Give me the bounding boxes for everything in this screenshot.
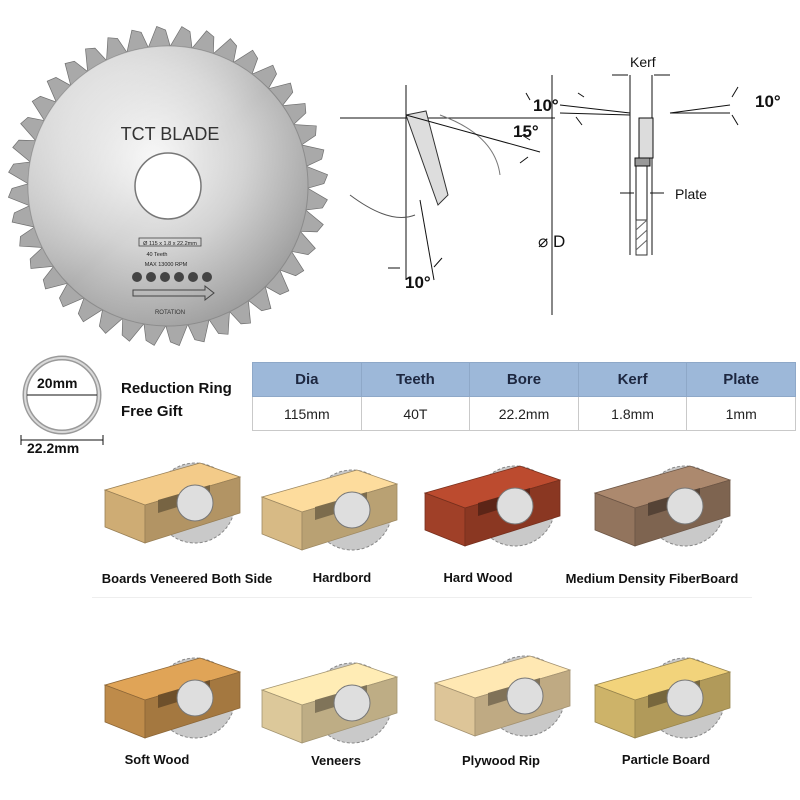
saw-blade-shape bbox=[496, 487, 534, 525]
kerf-label: Kerf bbox=[630, 54, 656, 70]
angle-bottom-label: 10° bbox=[405, 273, 431, 292]
spec-header-plate: Plate bbox=[686, 362, 796, 397]
blade-spec-line: Ø 115 x 1.8 x 22.2mm bbox=[143, 241, 197, 247]
saw-blade-image: TCT BLADE Ø 115 x 1.8 x 22.2mm 40 Teeth … bbox=[7, 25, 329, 347]
material-label: Medium Density FiberBoard bbox=[565, 571, 739, 586]
saw-blade-shape bbox=[333, 684, 371, 722]
angle-clearance-label: 15° bbox=[513, 122, 539, 141]
spec-table-header-row: Dia Teeth Bore Kerf Plate bbox=[252, 362, 796, 397]
saw-blade-shape bbox=[176, 484, 214, 522]
blade-teeth-line: 40 Teeth bbox=[146, 252, 167, 258]
plate-label: Plate bbox=[675, 186, 707, 202]
ring-inner-dimension: 20mm bbox=[35, 375, 80, 391]
ring-outer-dimension: 22.2mm bbox=[27, 440, 80, 456]
saw-blade-shape bbox=[666, 487, 704, 525]
material-illustration bbox=[260, 469, 399, 551]
blade-brand: TCT BLADE bbox=[121, 124, 220, 144]
blade-rotation-label: ROTATION bbox=[155, 310, 185, 316]
angle-right-label: 10° bbox=[755, 92, 781, 111]
material-label: Veneers bbox=[311, 753, 361, 768]
material-label: Hard Wood bbox=[443, 570, 513, 585]
spec-value-dia: 115mm bbox=[252, 396, 362, 431]
saw-blade-shape bbox=[506, 677, 544, 715]
material-illustration bbox=[433, 655, 572, 737]
material-label: Hardbord bbox=[312, 570, 372, 585]
material-label: Particle Board bbox=[621, 752, 711, 767]
spec-value-kerf: 1.8mm bbox=[577, 396, 688, 431]
material-illustration bbox=[593, 657, 732, 739]
material-illustration bbox=[103, 657, 242, 739]
divider bbox=[92, 597, 752, 598]
angle-top-label: 10° bbox=[533, 96, 559, 115]
material-illustration bbox=[103, 462, 242, 544]
tooth-geometry-diagram: 10° 15° 10° ⌀ D Kerf 10° Plate bbox=[340, 54, 781, 315]
spec-value-plate: 1mm bbox=[686, 396, 796, 431]
blade-rpm-line: MAX 13000 RPM bbox=[145, 262, 188, 268]
material-illustration bbox=[423, 465, 562, 547]
spec-header-kerf: Kerf bbox=[577, 362, 688, 397]
material-label: Plywood Rip bbox=[462, 753, 540, 768]
diameter-label: ⌀ D bbox=[538, 232, 565, 251]
spec-value-teeth: 40T bbox=[360, 396, 471, 431]
gift-line-2: Free Gift bbox=[121, 403, 183, 420]
safety-icons bbox=[132, 272, 212, 282]
rotation-arrow-icon bbox=[132, 284, 215, 302]
saw-blade-shape bbox=[176, 679, 214, 717]
spec-header-teeth: Teeth bbox=[360, 362, 471, 397]
spec-header-dia: Dia bbox=[252, 362, 362, 397]
gift-line-1: Reduction Ring bbox=[121, 380, 232, 397]
saw-blade-shape bbox=[333, 491, 371, 529]
material-illustration bbox=[593, 465, 732, 547]
spec-value-bore: 22.2mm bbox=[469, 396, 579, 431]
spec-header-bore: Bore bbox=[469, 362, 579, 397]
material-illustration bbox=[260, 662, 399, 744]
spec-table-value-row: 115mm 40T 22.2mm 1.8mm 1mm bbox=[252, 396, 796, 431]
blade-bore-hole bbox=[134, 152, 202, 220]
material-label: Soft Wood bbox=[124, 752, 190, 767]
reduction-ring-image bbox=[20, 355, 104, 445]
material-label: Boards Veneered Both Side bbox=[101, 571, 273, 586]
saw-blade-shape bbox=[666, 679, 704, 717]
spec-table: Dia Teeth Bore Kerf Plate 115mm 40T 22.2… bbox=[252, 362, 796, 431]
